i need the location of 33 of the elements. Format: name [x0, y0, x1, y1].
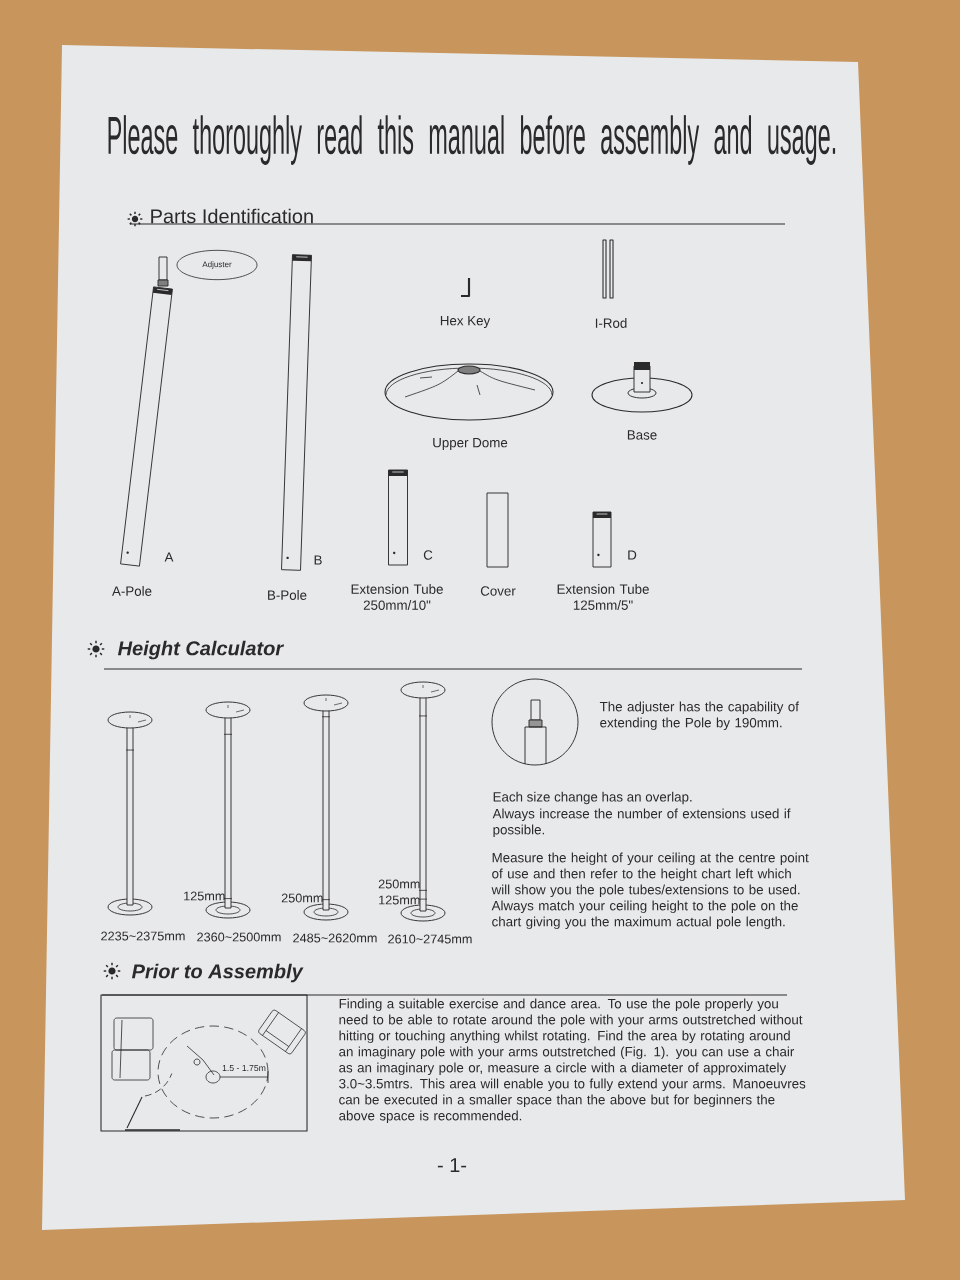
dimension-label: 1.5 - 1.75m — [222, 1065, 266, 1072]
measurement-label: 125mm — [184, 891, 225, 901]
measurement-label: 125mm — [379, 895, 420, 905]
part-letter: C — [423, 550, 433, 560]
paragraph: Measure the height of your ceiling at the centre point of use and then refer to the height chart left which will show you the pole tubes/extensions to be used. Always match your ceiling height to the pole on the chart giving you the maximum actual pole length. — [491, 852, 809, 930]
height-range: 2235~2375mm — [101, 931, 185, 941]
part-letter: D — [628, 550, 637, 560]
part-label: I-Rod — [595, 318, 627, 328]
part-label: Base — [627, 430, 657, 440]
section-heading: Prior to Assembly — [131, 963, 304, 983]
section-heading: Height Calculator — [117, 640, 285, 660]
paragraph: The adjuster has the capability of extending the Pole by 190mm. — [599, 701, 799, 731]
part-label: A-Pole — [112, 586, 152, 596]
paragraph: Each size change has an overlap. — [493, 791, 692, 805]
paragraph: Always increase the number of extensions used if possible. — [492, 808, 791, 838]
part-letter: B — [314, 555, 322, 565]
measurement-label: 250mm — [281, 893, 323, 903]
paragraph: Finding a suitable exercise and dance area. To use the pole properly you need to be able to rotate around the pole with your arms outstretched without hitting or touching anything whilst rotating. Find the area by rotating around an imaginary pole with your arms outstretched (Fig. 1). you can use a chair as an imaginary pole or, measure a circle with a diameter of approximately 3.0~3.5mtrs. This area will enable you to fully extend your arms. Manoeuvres can be executed in a smaller space than the above but for beginners the above space is recommended. — [339, 998, 806, 1124]
part-label: Upper Dome — [433, 438, 508, 450]
height-range: 2485~2620mm — [293, 933, 377, 943]
height-range: 2610~2745mm — [388, 934, 472, 944]
part-label: Hex Key — [440, 316, 491, 328]
title: Please thoroughly read this manual before assembly and usage. — [108, 115, 836, 165]
part-label: Extension Tube 125mm/5" — [557, 584, 649, 610]
height-range: 2360~2500mm — [197, 932, 281, 942]
part-label: Cover — [480, 586, 516, 596]
measurement-label: 250mm — [378, 879, 420, 889]
part-letter: A — [164, 552, 174, 562]
section-heading: Parts Identification — [151, 208, 313, 224]
part-label: B-Pole — [268, 590, 307, 600]
part-label: Extension Tube 250mm/10" — [351, 584, 443, 610]
page-number: - 1- — [437, 1158, 467, 1172]
speech-bubble: Adjuster — [176, 249, 258, 281]
